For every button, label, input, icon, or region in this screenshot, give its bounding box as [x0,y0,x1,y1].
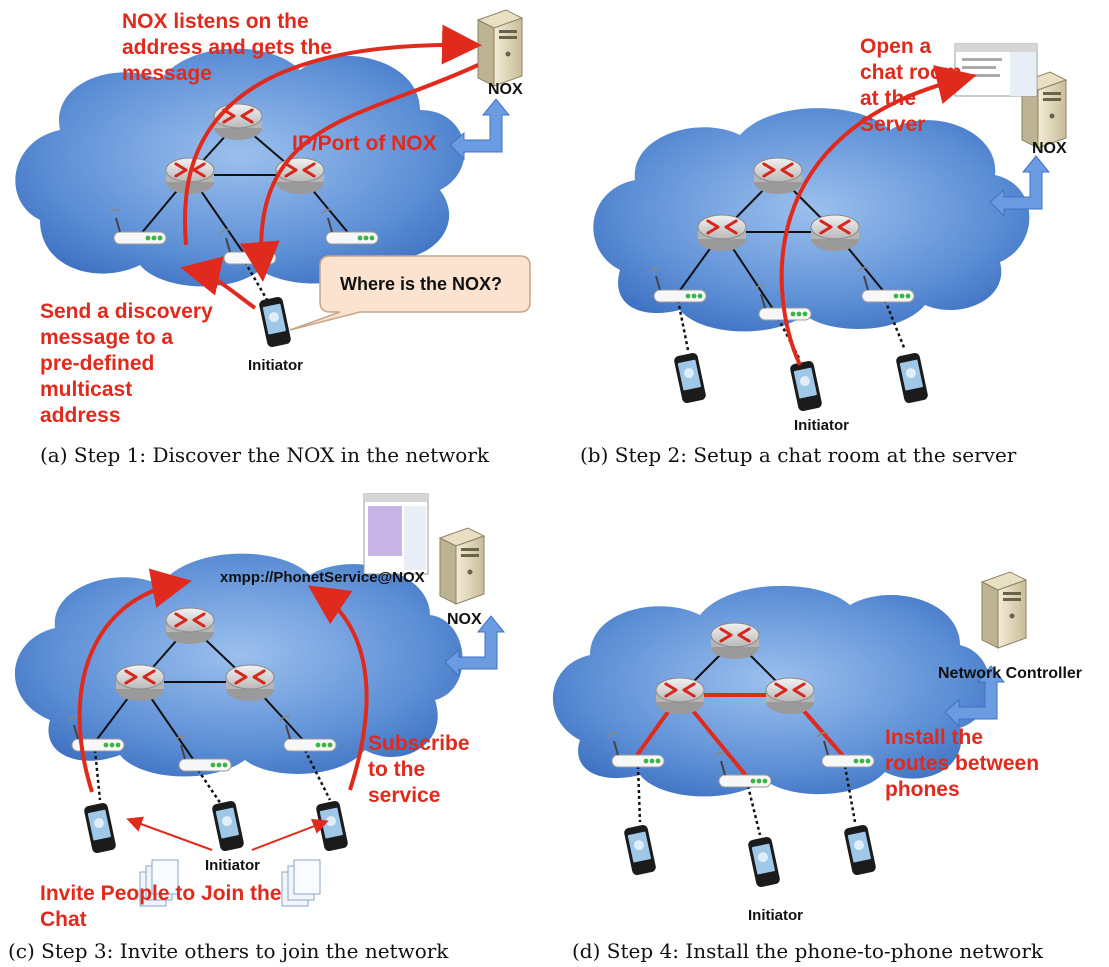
server-label: NOX [488,81,523,98]
router-icon [212,102,264,142]
send-discovery-note: Send a discovery message to a pre-define… [40,300,219,427]
panel-a: Where is the NOX? NOX listens on the add… [15,9,531,467]
server-icon [439,527,485,605]
initiator-label: Initiator [248,357,303,374]
phone-icon [789,360,823,412]
install-routes-note: Install the routes between phones [885,726,1045,801]
server-icon [477,9,523,87]
panel-d: Network Controller Install the routes be… [552,571,1082,963]
blue-arrow-icon [449,98,510,160]
panel-c: xmpp://PhonetService@NOX NOX Subscribe t… [8,493,505,963]
nox-listens-note: NOX listens on the address and gets the … [122,10,338,85]
router-icon [164,606,216,646]
router-icon [709,621,761,661]
initiator-label: Initiator [794,417,849,434]
cloud [15,48,465,287]
router-icon [274,156,326,196]
phone-icon [315,800,349,852]
phone-icon [895,352,929,404]
server-label: Network Controller [938,665,1082,682]
invitation-document-icon [281,859,321,907]
phone-icon [843,824,877,876]
router-icon [696,213,748,253]
server-label: NOX [447,611,482,628]
router-icon [752,156,804,196]
phone-icon [258,296,292,348]
phone-icon [673,352,707,404]
server-icon [981,571,1027,649]
initiator-label: Initiator [205,857,260,874]
speech-bubble [289,255,531,331]
router-icon [114,663,166,703]
panel-b: Open a chat room at the Server NOX Initi… [580,35,1067,467]
subscribe-note: Subscribe to the service [368,732,475,807]
bubble-text: Where is the NOX? [340,274,502,294]
phone-icon [747,836,781,888]
router-icon [224,663,276,703]
router-icon [809,213,861,253]
open-chat-note: Open a chat room at the Server [860,35,967,136]
router-icon [764,676,816,716]
caption-d: (d) Step 4: Install the phone-to-phone n… [572,939,1044,963]
caption-b: (b) Step 2: Setup a chat room at the ser… [580,443,1017,467]
phone-icon [211,800,245,852]
phone-icon [83,802,117,854]
caption-c: (c) Step 3: Invite others to join the ne… [8,939,449,963]
router-icon [654,676,706,716]
caption-a: (a) Step 1: Discover the NOX in the netw… [40,443,490,467]
cloud [593,108,1030,332]
server-label: NOX [1032,140,1067,157]
xmpp-address: xmpp://PhonetService@NOX [220,569,425,586]
phone-icon [623,824,657,876]
chat-window-icon [363,493,429,575]
ip-port-note: IP/Port of NOX [292,132,437,155]
initiator-label: Initiator [748,907,803,924]
invite-note: Invite People to Join the Chat [40,882,287,931]
